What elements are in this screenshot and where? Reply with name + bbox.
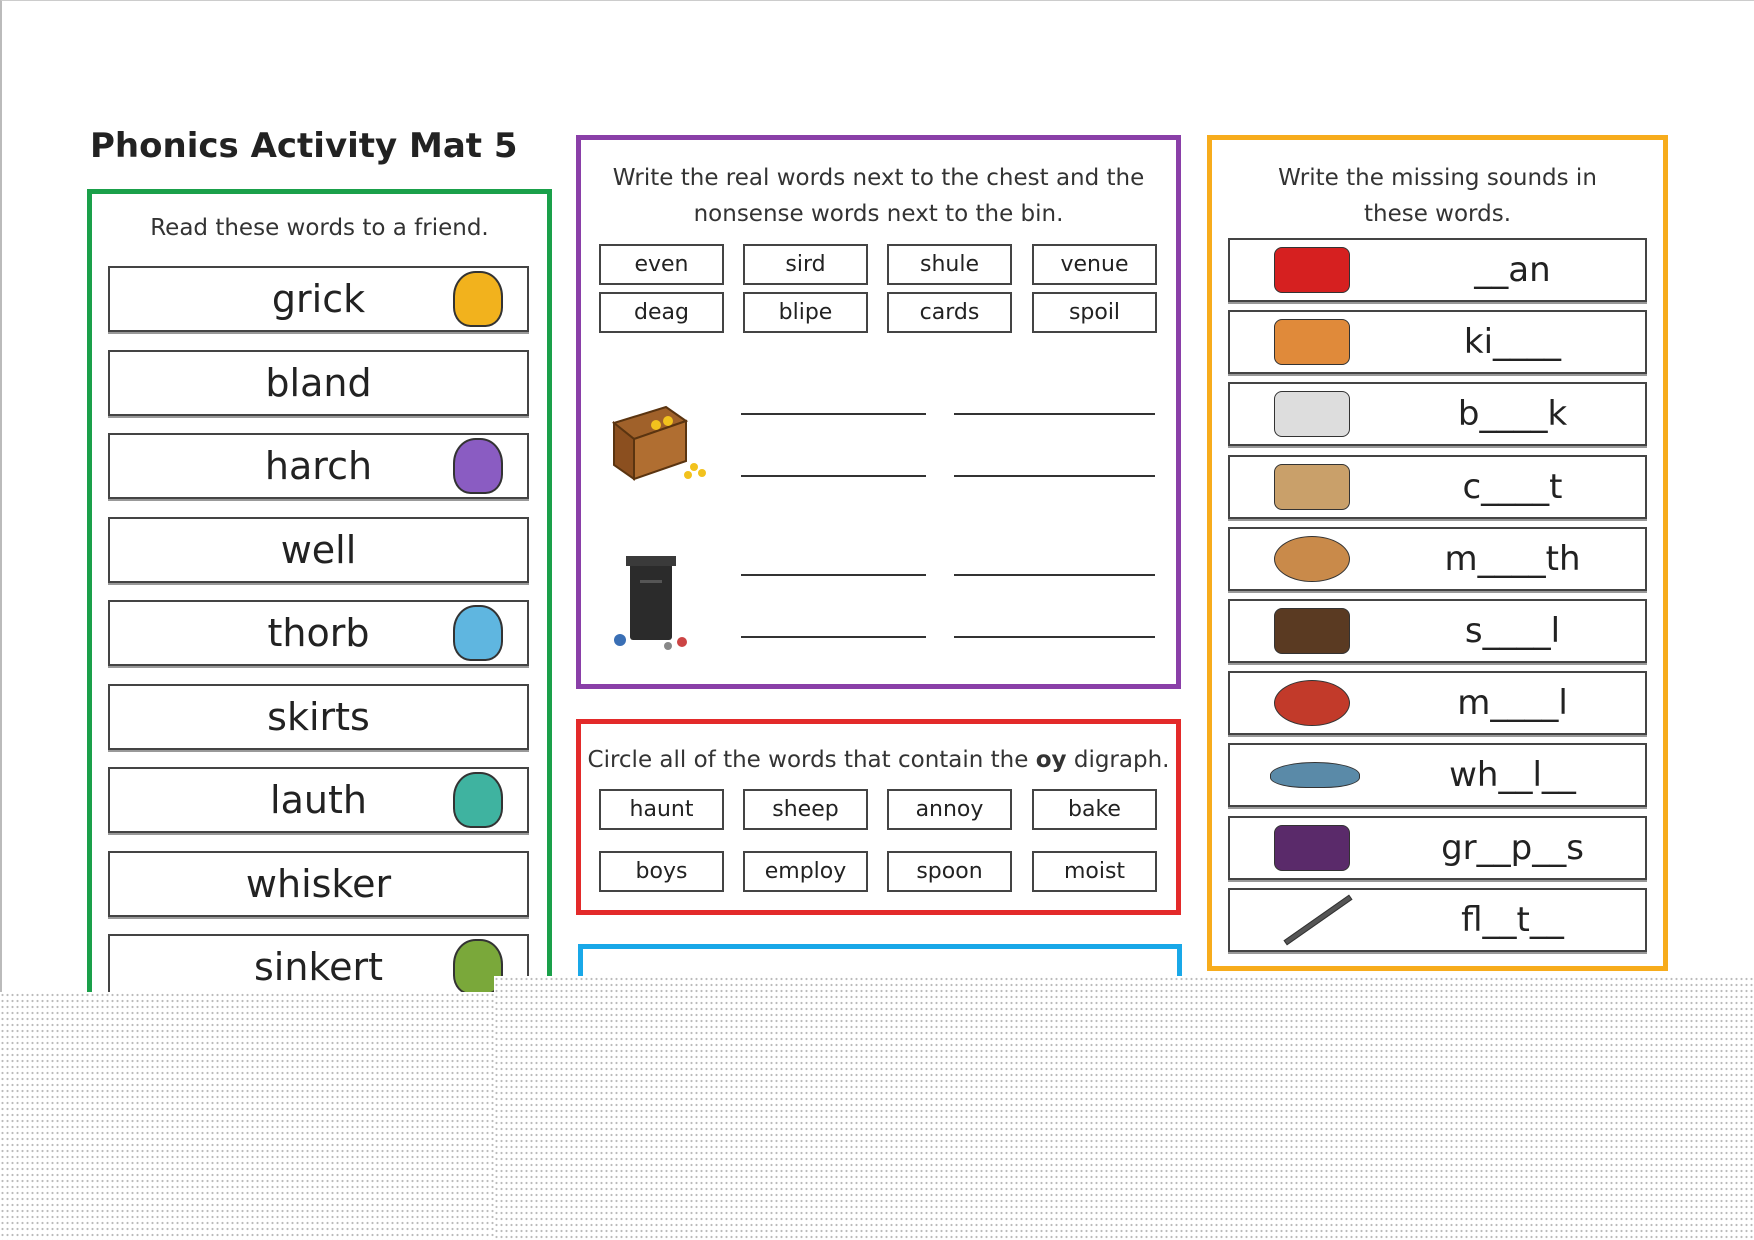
word-text: harch [264, 444, 373, 488]
monster-icon [453, 271, 503, 327]
word-text: lauth [270, 778, 367, 822]
missing-sound-row: b____k [1228, 382, 1647, 447]
word-row: well [108, 516, 529, 583]
sort-instruction-line1: Write the real words next to the chest a… [612, 165, 1145, 191]
word-row: skirts [108, 683, 529, 750]
soil-icon [1274, 608, 1350, 654]
read-instruction: Read these words to a friend. [150, 215, 489, 241]
mouth-icon [1274, 535, 1350, 582]
rubbish-bin-icon [614, 556, 687, 650]
missing-word: m____th [1444, 538, 1581, 579]
coat-icon [1274, 463, 1350, 510]
bin-write-line-1[interactable] [741, 574, 926, 576]
monster-icon [453, 939, 503, 995]
word-chip[interactable]: venue [1032, 244, 1157, 285]
instruction-text: Circle all of the words that contain the [587, 747, 1036, 773]
page-title: Phonics Activity Mat 5 [90, 126, 518, 166]
monster-icon [453, 772, 503, 828]
missing-sound-row: s____l [1228, 599, 1647, 663]
word-row: bland [108, 349, 529, 416]
bin-write-line-2[interactable] [954, 574, 1155, 576]
missing-sound-row: wh__l__ [1228, 743, 1647, 808]
grapes-icon [1274, 824, 1350, 871]
chest-write-line-1[interactable] [741, 413, 926, 415]
missing-instruction-line2: these words. [1363, 201, 1512, 227]
chest-write-line-3[interactable] [741, 475, 926, 477]
missing-word: ki____ [1463, 322, 1562, 363]
chest-write-line-2[interactable] [954, 413, 1155, 415]
missing-instruction-line1: Write the missing sounds in [1278, 165, 1597, 191]
missing-word: gr__p__s [1441, 827, 1584, 868]
word-chip[interactable]: moist [1032, 851, 1157, 892]
word-chip[interactable]: bake [1032, 789, 1157, 830]
word-text: whisker [245, 861, 392, 906]
word-text: thorb [267, 611, 370, 655]
word-row: harch [108, 433, 529, 499]
treasure-chest-icon [611, 405, 706, 481]
word-text: skirts [267, 694, 370, 739]
missing-sound-row: gr__p__s [1228, 815, 1647, 880]
missing-sound-row: m____th [1228, 526, 1647, 591]
missing-word: fl__t__ [1461, 899, 1564, 940]
word-chip[interactable]: spoil [1032, 292, 1157, 333]
missing-sound-row: c____t [1228, 454, 1647, 519]
missing-sound-row: __an [1228, 238, 1647, 302]
whale-icon [1270, 762, 1360, 789]
digraph-text: oy [1035, 747, 1067, 773]
word-chip[interactable]: annoy [887, 789, 1012, 830]
missing-sound-row: m____l [1228, 671, 1647, 736]
missing-word: s____l [1464, 611, 1561, 651]
word-text: bland [265, 360, 372, 405]
chest-write-line-4[interactable] [954, 475, 1155, 477]
bin-write-line-4[interactable] [954, 636, 1155, 638]
monster-icon [453, 438, 503, 494]
word-text: grick [271, 277, 366, 321]
missing-sound-row: fl__t__ [1228, 887, 1647, 952]
word-chip[interactable]: sheep [743, 789, 868, 830]
word-row: grick [108, 266, 529, 332]
king-icon [1274, 319, 1350, 366]
monster-icon [453, 605, 503, 661]
word-text: sinkert [254, 945, 383, 989]
missing-word: m____l [1457, 683, 1568, 724]
sort-instruction-line2: nonsense words next to the bin. [693, 201, 1064, 227]
word-row: whisker [108, 850, 529, 917]
instruction-text: digraph. [1066, 747, 1170, 773]
dotted-overlay [494, 976, 1754, 1240]
missing-sound-row: ki____ [1228, 310, 1647, 375]
word-row: thorb [108, 600, 529, 666]
meal-icon [1274, 680, 1350, 727]
missing-word: c____t [1462, 466, 1563, 507]
word-row: sinkert [108, 934, 529, 1000]
circle-instruction: Circle all of the words that contain the… [581, 742, 1176, 778]
word-chip[interactable]: sird [743, 244, 868, 285]
word-text: well [280, 527, 357, 572]
missing-word: wh__l__ [1449, 755, 1576, 796]
word-chip[interactable]: shule [887, 244, 1012, 285]
word-chip[interactable]: blipe [743, 292, 868, 333]
sort-words-panel: Write the real words next to the chest a… [576, 135, 1181, 689]
word-chip[interactable]: employ [743, 851, 868, 892]
word-chip[interactable]: spoon [887, 851, 1012, 892]
word-chip[interactable]: haunt [599, 789, 724, 830]
word-chip[interactable]: deag [599, 292, 724, 333]
word-chip[interactable]: cards [887, 292, 1012, 333]
dotted-overlay [0, 992, 494, 1240]
word-chip[interactable]: even [599, 244, 724, 285]
missing-word: __an [1474, 250, 1551, 290]
book-icon [1274, 391, 1350, 438]
bin-write-line-3[interactable] [741, 636, 926, 638]
word-chip[interactable]: boys [599, 851, 724, 892]
word-row: lauth [108, 767, 529, 833]
van-icon [1274, 247, 1350, 293]
missing-word: b____k [1457, 394, 1568, 435]
flute-icon [1283, 894, 1353, 946]
